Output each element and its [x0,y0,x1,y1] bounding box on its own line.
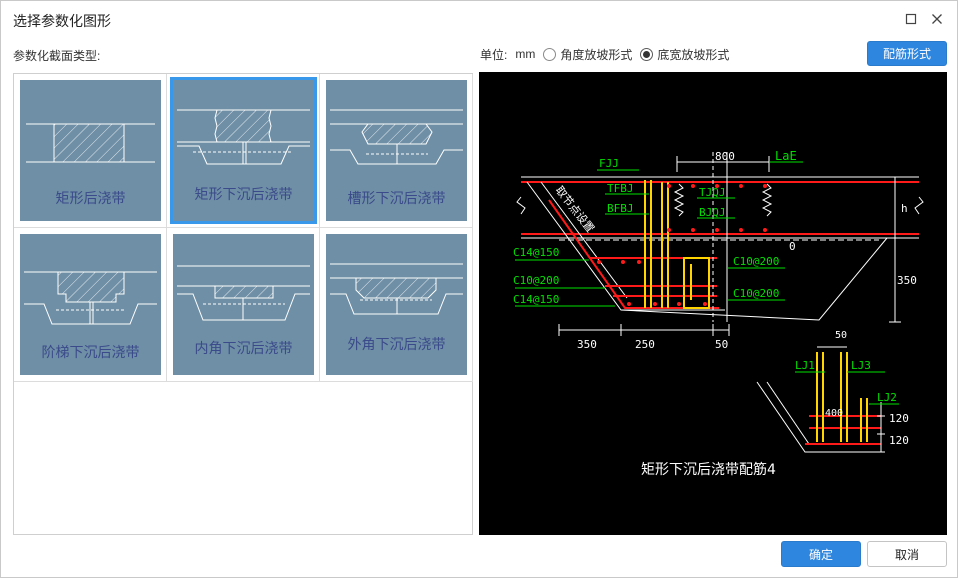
label-c14-150-a: C14@150 [513,246,559,259]
label-c10-200-r2: C10@200 [733,287,779,300]
inner-corner-sunken-pour-strip-thumb [177,265,310,321]
title-bar: 选择参数化图形 [1,1,957,37]
dim-50-bottom: 50 [715,338,728,351]
radio-dot-bottom-width [640,47,654,61]
label-lae: LaE [775,149,797,163]
preview-title: 矩形下沉后浇带配筋4 [641,461,776,478]
unit-label: 单位: [480,47,508,62]
dim-350-bottom: 350 [577,338,597,351]
label-tjqj: TJQJ [699,186,726,199]
tile-label: 槽形下沉后浇带 [347,190,446,206]
label-c10-200-r1: C10@200 [733,255,779,268]
shape-tile-inner-corner-sunken[interactable]: 内角下沉后浇带 [167,228,320,382]
preview-canvas: FJJ 800 LaE TFBJ BFBJ TJQJ BJQJ h 取节点设置 … [479,72,947,535]
unit-value: mm [515,47,536,61]
tile-label: 阶梯下沉后浇带 [41,344,140,360]
shape-tile-stepped-sunken[interactable]: 阶梯下沉后浇带 [14,228,167,382]
shape-thumb: 外角下沉后浇带 [326,234,467,375]
radio-bottom-width-label: 底宽放坡形式 [657,47,730,62]
shape-thumb: 阶梯下沉后浇带 [20,234,161,375]
label-tfbj: TFBJ [607,182,634,195]
shape-thumb: 矩形后浇带 [20,80,161,221]
rebar-detail-drawing: FJJ 800 LaE TFBJ BFBJ TJQJ BJQJ h 取节点设置 … [513,149,924,478]
shape-list: 矩形后浇带 矩形下沉后浇带 [13,73,473,535]
radio-dot-angle [543,47,557,61]
dim-350-right: 350 [897,274,917,287]
rebar-form-button[interactable]: 配筋形式 [867,41,947,66]
tile-label: 矩形后浇带 [55,190,126,206]
dim-400: 400 [825,408,843,419]
shape-thumb: 矩形下沉后浇带 [170,77,317,224]
rect-sunken-pour-strip-thumb [177,109,310,165]
label-lj3: LJ3 [851,359,871,372]
close-button[interactable] [927,9,947,29]
shape-thumb: 内角下沉后浇带 [173,234,314,375]
cancel-button[interactable]: 取消 [867,541,947,567]
label-fjj: FJJ [599,157,619,170]
label-c10-200-a: C10@200 [513,274,559,287]
dim-120-b: 120 [889,434,909,447]
label-c14-150-b: C14@150 [513,293,559,306]
maximize-icon [905,13,917,25]
stepped-sunken-pour-strip-thumb [24,271,157,325]
dim-50-detail: 50 [835,330,847,341]
trough-sunken-pour-strip-thumb [330,109,463,165]
label-lj2: LJ2 [877,391,897,404]
radio-bottom-width-slope[interactable]: 底宽放坡形式 [640,46,729,63]
window-title: 选择参数化图形 [13,13,111,29]
rect-pour-strip-thumb [26,123,155,163]
label-lj1: LJ1 [795,359,815,372]
maximize-button[interactable] [901,9,921,29]
unit-row: 单位: mm 角度放坡形式 底宽放坡形式 [480,45,737,63]
label-bjqj: BJQJ [699,206,726,219]
shape-tile-rect-sunken[interactable]: 矩形下沉后浇带 [167,74,320,228]
label-h: h [901,202,908,215]
shape-tile-rect[interactable]: 矩形后浇带 [14,74,167,228]
tile-label: 外角下沉后浇带 [347,336,446,352]
tile-label: 内角下沉后浇带 [194,340,293,356]
section-type-label: 参数化截面类型: [13,49,101,63]
shape-tile-outer-corner-sunken[interactable]: 外角下沉后浇带 [320,228,473,382]
radio-angle-label: 角度放坡形式 [560,47,633,62]
ok-button[interactable]: 确定 [781,541,861,567]
outer-corner-sunken-pour-strip-thumb [330,263,463,315]
dim-250: 250 [635,338,655,351]
close-icon [932,14,942,24]
label-bfbj: BFBJ [607,202,634,215]
label-zero: 0 [789,240,796,253]
radio-angle-slope[interactable]: 角度放坡形式 [543,46,632,63]
shape-tile-trough-sunken[interactable]: 槽形下沉后浇带 [320,74,473,228]
dim-120-a: 120 [889,412,909,425]
shape-thumb: 槽形下沉后浇带 [326,80,467,221]
tile-label: 矩形下沉后浇带 [194,186,293,202]
dim-800: 800 [715,150,735,163]
